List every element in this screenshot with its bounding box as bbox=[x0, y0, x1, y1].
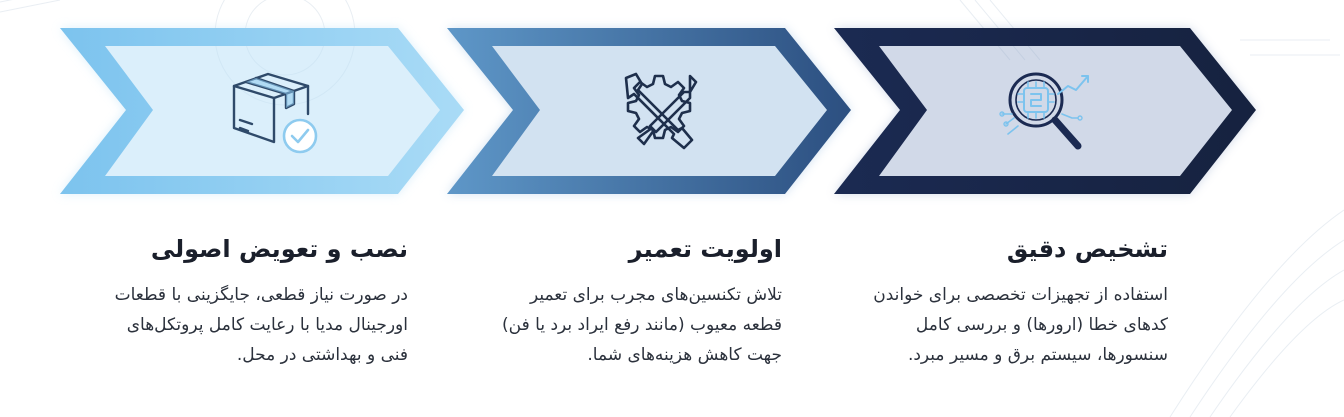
chevron-step-1 bbox=[834, 28, 1256, 194]
chevron-step-3 bbox=[60, 28, 464, 194]
chevron-step-2 bbox=[447, 28, 851, 194]
step-diagnosis: تشخیص دقیق استفاده از تجهیزات تخصصی برای… bbox=[866, 232, 1168, 370]
step-title: تشخیص دقیق bbox=[1006, 235, 1168, 263]
box-check-icon bbox=[232, 72, 318, 154]
step-title: اولویت تعمیر bbox=[628, 235, 782, 263]
step-description: تلاش تکنسین‌های مجرب برای تعمیر قطعه معی… bbox=[502, 285, 782, 365]
step-repair-priority: اولویت تعمیر تلاش تکنسین‌های مجرب برای ت… bbox=[486, 232, 782, 370]
wrench-screwdriver-gear-icon bbox=[624, 72, 698, 150]
step-title: نصب و تعویض اصولی bbox=[150, 235, 408, 263]
step-description: در صورت نیاز قطعی، جایگزینی با قطعات اور… bbox=[114, 285, 408, 365]
step-installation: نصب و تعویض اصولی در صورت نیاز قطعی، جای… bbox=[108, 232, 408, 370]
chip-magnifier-icon bbox=[999, 72, 1089, 150]
step-description: استفاده از تجهیزات تخصصی برای خواندن کده… bbox=[873, 285, 1168, 365]
